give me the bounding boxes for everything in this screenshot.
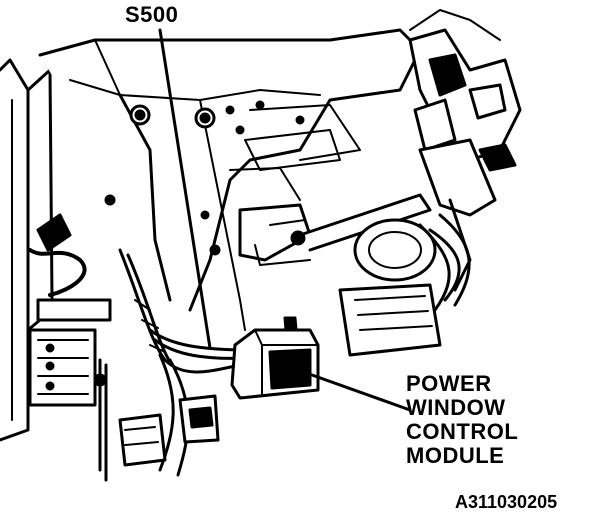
- steering-column-assembly: [338, 9, 522, 357]
- module-callout: POWER WINDOW CONTROL MODULE: [406, 372, 518, 468]
- s500-callout: S500: [125, 2, 179, 27]
- module-callout-line-4: MODULE: [406, 443, 505, 468]
- module-leader-line: [310, 373, 412, 412]
- wiring-harness: [93, 248, 252, 482]
- power-window-control-module: [230, 316, 320, 400]
- module-callout-line-1: POWER: [406, 371, 492, 396]
- door-pillar: [0, 58, 112, 442]
- dash-panel: [38, 28, 422, 331]
- figure-id: A311030205: [455, 492, 558, 512]
- s500-leader-line: [158, 28, 212, 350]
- module-callout-line-3: CONTROL: [406, 419, 519, 444]
- mounting-bracket: [238, 193, 432, 266]
- module-callout-line-2: WINDOW: [406, 395, 506, 420]
